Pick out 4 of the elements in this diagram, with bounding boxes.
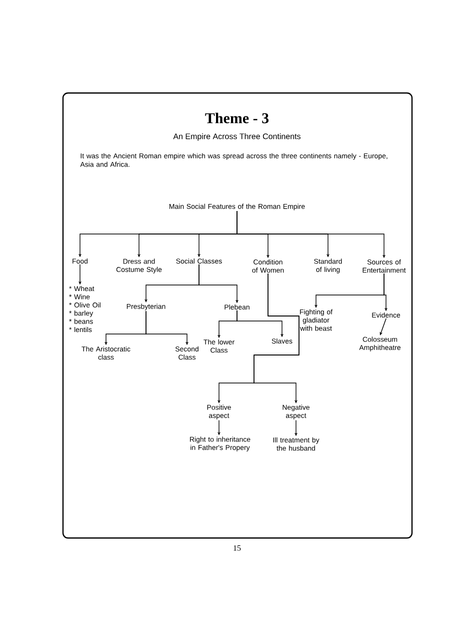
arrow	[380, 318, 386, 336]
subtitle: An Empire Across Three Continents	[173, 133, 300, 141]
theme-title: Theme - 3	[205, 112, 269, 124]
page-number: 15	[234, 545, 241, 551]
